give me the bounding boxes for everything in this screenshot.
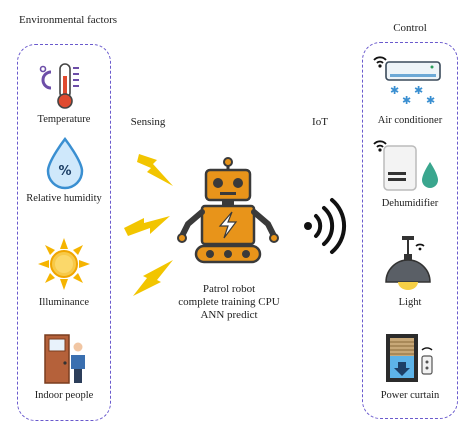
left-panel-title: Environmental factors (18, 14, 118, 26)
air-conditioner-label: Air conditioner (377, 115, 443, 126)
relative-humidity-label: Relative humidity (26, 193, 102, 204)
dehumidifier-icon (373, 140, 438, 191)
pendant-light-icon (385, 236, 431, 290)
illuminance-label: Illuminance (38, 297, 90, 308)
lightning-bolt-icon (124, 216, 170, 236)
lightning-bolt-icon (133, 260, 173, 296)
indoor-people-label: Indoor people (34, 390, 94, 401)
sensing-label: Sensing (130, 116, 166, 128)
svg-text:✱: ✱ (414, 84, 423, 97)
right-panel-title: Control (393, 22, 427, 34)
wireless-signal-icon (304, 198, 347, 254)
environmental-factors-panel (17, 44, 111, 421)
dehumidifier-label: Dehumidifier (381, 198, 439, 209)
temperature-label: Temperature (37, 114, 91, 125)
light-label: Light (398, 297, 422, 308)
robot-caption: Patrol robot complete training CPU ANN p… (178, 283, 280, 321)
thermometer-icon (39, 63, 79, 109)
control-panel (362, 42, 458, 419)
svg-text:✱: ✱ (390, 84, 399, 97)
air-conditioner-icon: ✱✱ ✱✱ (373, 56, 441, 107)
humidity-drop-icon: % (46, 136, 84, 190)
lightning-bolt-icon (137, 154, 173, 186)
power-curtain-icon (386, 334, 433, 382)
power-curtain-label: Power curtain (380, 390, 440, 401)
iot-label: IoT (312, 116, 328, 128)
sun-icon (38, 238, 90, 290)
patrol-robot-icon (177, 157, 279, 264)
svg-text:✱: ✱ (426, 94, 435, 107)
person-door-icon (44, 334, 85, 384)
svg-text:✱: ✱ (402, 94, 411, 107)
svg-text:%: % (58, 164, 71, 179)
